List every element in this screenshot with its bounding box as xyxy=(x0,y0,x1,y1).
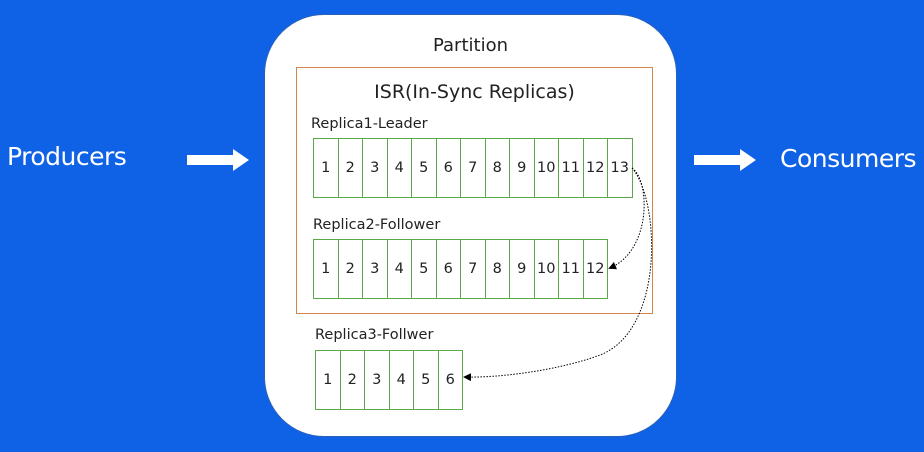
consumers-label: Consumers xyxy=(780,144,917,173)
log-offset-cell: 5 xyxy=(411,239,437,299)
log-offset-cell: 3 xyxy=(364,350,390,410)
partition-title: Partition xyxy=(432,35,508,56)
log-offset-cell: 12 xyxy=(582,239,608,299)
log-offset-cell: 5 xyxy=(413,350,439,410)
replication-arrow-to-replica3 xyxy=(463,167,653,382)
log-offset-cell: 4 xyxy=(386,239,412,299)
log-offset-cell: 7 xyxy=(460,138,486,198)
replica3-label: Replica3-Follwer xyxy=(315,327,434,343)
log-offset-cell: 2 xyxy=(337,239,363,299)
log-offset-cell: 3 xyxy=(362,138,388,198)
log-offset-cell: 9 xyxy=(509,239,535,299)
log-offset-cell: 11 xyxy=(558,138,584,198)
log-offset-cell: 6 xyxy=(435,239,461,299)
log-offset-cell: 10 xyxy=(533,239,559,299)
log-offset-cell: 7 xyxy=(460,239,486,299)
log-offset-cell: 1 xyxy=(313,239,339,299)
producers-label: Producers xyxy=(7,142,127,171)
log-offset-cell: 6 xyxy=(435,138,461,198)
log-offset-cell: 1 xyxy=(313,138,339,198)
isr-container: ISR(In-Sync Replicas) xyxy=(296,67,653,314)
log-offset-cell: 6 xyxy=(437,350,463,410)
replica2-label: Replica2-Follower xyxy=(313,217,441,233)
log-offset-cell: 2 xyxy=(337,138,363,198)
right-arrow-icon xyxy=(694,149,756,171)
right-arrow-icon xyxy=(187,149,249,171)
isr-title: ISR(In-Sync Replicas) xyxy=(374,81,575,103)
replication-arrow-to-replica2 xyxy=(608,167,645,270)
log-offset-cell: 4 xyxy=(386,138,412,198)
replica1-label: Replica1-Leader xyxy=(311,116,428,132)
